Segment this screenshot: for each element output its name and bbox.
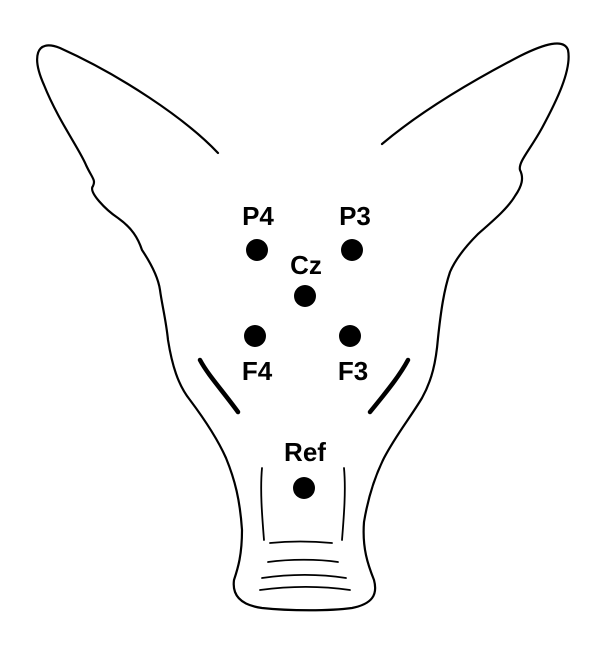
electrode-cz xyxy=(294,285,316,307)
electrode-f4 xyxy=(244,325,266,347)
head-outline xyxy=(37,43,568,610)
label-ref: Ref xyxy=(284,437,326,467)
label-f4: F4 xyxy=(242,356,273,386)
snout-right-line xyxy=(342,468,345,540)
snout-line-3 xyxy=(262,575,346,578)
electrode-p3 xyxy=(341,239,363,261)
label-f3: F3 xyxy=(338,356,368,386)
label-p3: P3 xyxy=(339,201,371,231)
electrode-p4 xyxy=(246,239,268,261)
right-brow-line xyxy=(370,360,408,412)
snout-line-1 xyxy=(270,542,332,544)
electrode-ref xyxy=(293,477,315,499)
snout-line-4 xyxy=(260,587,350,590)
label-cz: Cz xyxy=(290,250,322,280)
electrode-f3 xyxy=(339,325,361,347)
label-p4: P4 xyxy=(242,201,274,231)
left-brow-line xyxy=(200,360,238,412)
snout-left-line xyxy=(261,468,264,540)
snout-line-2 xyxy=(268,560,338,562)
